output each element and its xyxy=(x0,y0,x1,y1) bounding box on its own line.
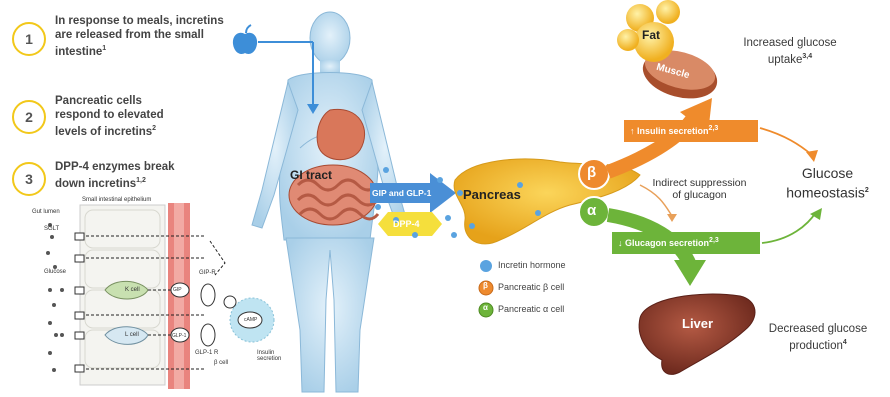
increased-uptake-text: Increased glucose uptake xyxy=(743,37,836,66)
insulin-secretion-ref: 2,3 xyxy=(709,125,719,132)
legend-beta-label: Pancreatic β cell xyxy=(498,282,564,292)
glucagon-secretion-ref: 2,3 xyxy=(709,237,719,244)
glucagon-arrowhead xyxy=(674,260,706,286)
indirect-suppression-label: Indirect suppression of glucagon xyxy=(652,177,747,201)
homeostasis-arrowhead-insulin xyxy=(806,150,818,162)
glucagon-secretion-text: Glucagon secretion xyxy=(625,238,709,248)
fat-label: Fat xyxy=(642,28,660,42)
homeostasis-arrow-insulin xyxy=(760,128,812,155)
legend-beta-symbol: β xyxy=(483,281,488,290)
glucose-homeostasis-ref: 2 xyxy=(865,187,869,194)
decreased-production-label: Decreased glucose production4 xyxy=(768,322,868,353)
glucose-homeostasis-label: Glucose homeostasis2 xyxy=(770,165,885,202)
legend-alpha-symbol: α xyxy=(483,303,488,312)
fat-muscle-illustration xyxy=(617,0,722,106)
insulin-secretion-label: ↑ Insulin secretion2,3 xyxy=(630,125,718,136)
liver-label: Liver xyxy=(682,316,713,331)
decreased-production-ref: 4 xyxy=(843,339,847,346)
increased-uptake-label: Increased glucose uptake3,4 xyxy=(740,36,840,67)
gi-tract-label: GI tract xyxy=(290,168,332,182)
glucagon-secretion-label: ↓ Glucagon secretion2,3 xyxy=(618,237,719,248)
homeostasis-arrow-glucagon xyxy=(762,212,816,243)
dpp4-label: DPP-4 xyxy=(393,219,420,229)
increased-uptake-ref: 3,4 xyxy=(802,53,812,60)
beta-symbol: β xyxy=(587,164,596,181)
gip-glp1-label: GIP and GLP-1 xyxy=(372,188,431,198)
legend-incretin-dot xyxy=(480,260,492,272)
alpha-symbol: α xyxy=(587,202,596,219)
decreased-production-text: Decreased glucose production xyxy=(769,323,867,352)
legend-alpha-label: Pancreatic α cell xyxy=(498,304,564,314)
insulin-secretion-text: Insulin secretion xyxy=(637,126,709,136)
liver-organ xyxy=(639,294,755,374)
glucose-homeostasis-text: Glucose homeostasis xyxy=(786,165,865,201)
legend-incretin-label: Incretin hormone xyxy=(498,260,566,270)
pancreas-label: Pancreas xyxy=(463,187,521,202)
apple-icon xyxy=(233,25,257,54)
suppression-arrowhead xyxy=(667,214,677,222)
